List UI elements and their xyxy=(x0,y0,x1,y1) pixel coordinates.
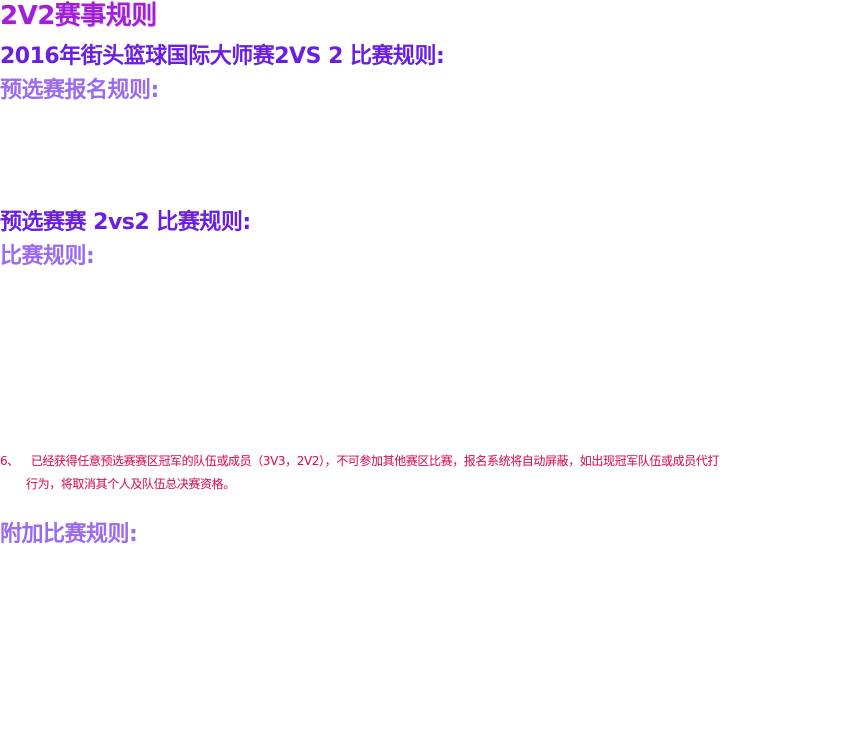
rule-text-continuation: 行为，将取消其个人及队伍总决赛资格。 xyxy=(26,477,235,491)
page-title: 2V2赛事规则 xyxy=(0,1,157,31)
rule-item-6: 6、已经获得任意预选赛赛区冠军的队伍或成员（3V3，2V2），不可参加其他赛区比… xyxy=(0,450,862,496)
rule-line: 6、已经获得任意预选赛赛区冠军的队伍或成员（3V3，2V2），不可参加其他赛区比… xyxy=(0,450,862,473)
signup-rules-heading: 预选赛报名规则: xyxy=(0,78,159,103)
match-rules-heading: 比赛规则: xyxy=(0,244,95,269)
main-rules-heading: 2016年街头篮球国际大师赛2VS 2 比赛规则: xyxy=(0,44,445,69)
prelim-2v2-rules-heading: 预选赛赛 2vs2 比赛规则: xyxy=(0,210,251,235)
extra-rules-heading: 附加比赛规则: xyxy=(0,522,138,547)
rule-text: 已经获得任意预选赛赛区冠军的队伍或成员（3V3，2V2），不可参加其他赛区比赛，… xyxy=(30,454,720,468)
rule-number: 6、 xyxy=(0,454,19,468)
